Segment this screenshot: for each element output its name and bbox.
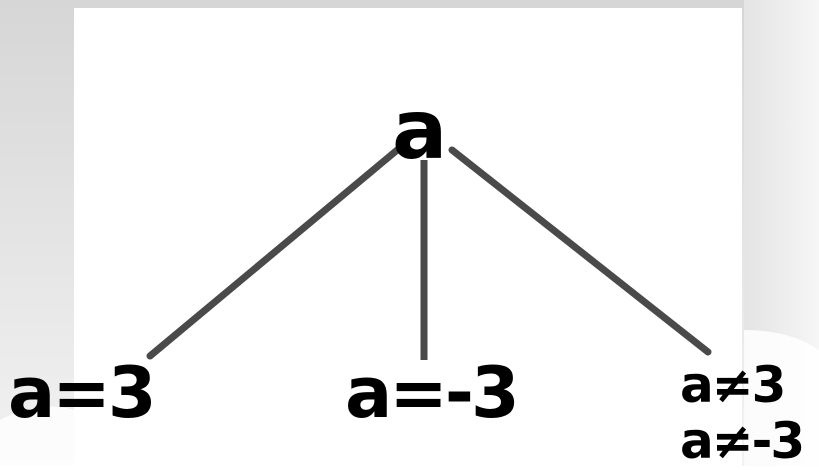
leaf-label-a-not-equal-3: a≠3 (680, 356, 786, 414)
leaf-label-a-equals-neg3: a=-3 (345, 352, 520, 434)
leaf-label-a-equals-3: a=3 (8, 352, 157, 434)
leaf-label-a-not-equal-neg3: a≠-3 (680, 412, 805, 470)
edge-root-to-left (146, 142, 406, 360)
edge-root-to-right (448, 146, 712, 356)
tree-root-label: a (392, 83, 447, 178)
